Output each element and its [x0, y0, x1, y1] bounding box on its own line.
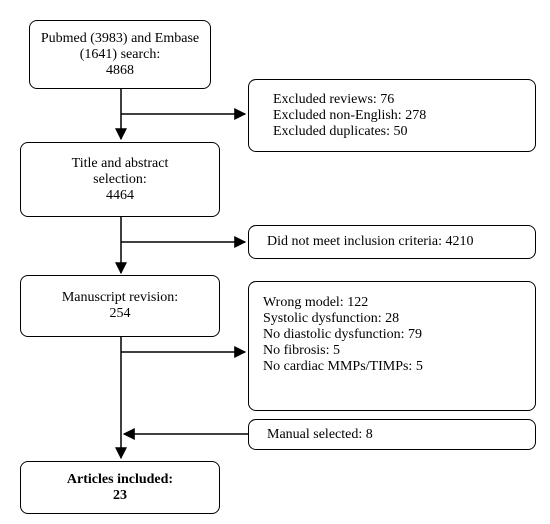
excluded-initial-line-2: Excluded non-English: 278 — [273, 107, 427, 123]
excluded-reasons-line-5: No cardiac MMPs/TIMPs: 5 — [263, 359, 423, 374]
title-abstract-line-2: selection: — [93, 171, 147, 187]
manual-selected-box: Manual selected: 8 — [248, 419, 536, 450]
search-box: Pubmed (3983) and Embase (1641) search: … — [29, 20, 211, 89]
search-line-1: Pubmed (3983) and Embase — [40, 30, 200, 46]
excluded-reasons-line-4: No fibrosis: 5 — [263, 343, 340, 358]
articles-included-line-1: Articles included: — [66, 471, 174, 487]
articles-included-box: Articles included: 23 — [20, 461, 220, 514]
excluded-reasons-line-2: Systolic dysfunction: 28 — [263, 311, 400, 326]
title-abstract-line-3: 4464 — [106, 187, 134, 203]
excluded-reasons-line-1: Wrong model: 122 — [263, 295, 369, 310]
manuscript-line-2: 254 — [109, 306, 131, 321]
excluded-initial-line-3: Excluded duplicates: 50 — [273, 123, 408, 139]
title-abstract-line-1: Title and abstract — [71, 155, 169, 171]
articles-included-line-2: 23 — [113, 487, 127, 503]
excluded-reasons-box: Wrong model: 122 Systolic dysfunction: 2… — [248, 281, 536, 411]
excluded-initial-box: Excluded reviews: 76 Excluded non-Englis… — [248, 79, 536, 152]
inclusion-fail-line-1: Did not meet inclusion criteria: 4210 — [267, 234, 474, 249]
search-line-2: (1641) search: — [79, 46, 161, 62]
manuscript-line-1: Manuscript revision: — [61, 290, 179, 305]
manual-selected-line-1: Manual selected: 8 — [267, 426, 373, 442]
manuscript-box: Manuscript revision: 254 — [20, 275, 220, 337]
search-line-3: 4868 — [106, 62, 134, 78]
excluded-reasons-line-3: No diastolic dysfunction: 79 — [263, 327, 423, 342]
title-abstract-box: Title and abstract selection: 4464 — [20, 142, 220, 217]
inclusion-fail-box: Did not meet inclusion criteria: 4210 — [248, 225, 536, 259]
excluded-initial-line-1: Excluded reviews: 76 — [273, 91, 395, 107]
